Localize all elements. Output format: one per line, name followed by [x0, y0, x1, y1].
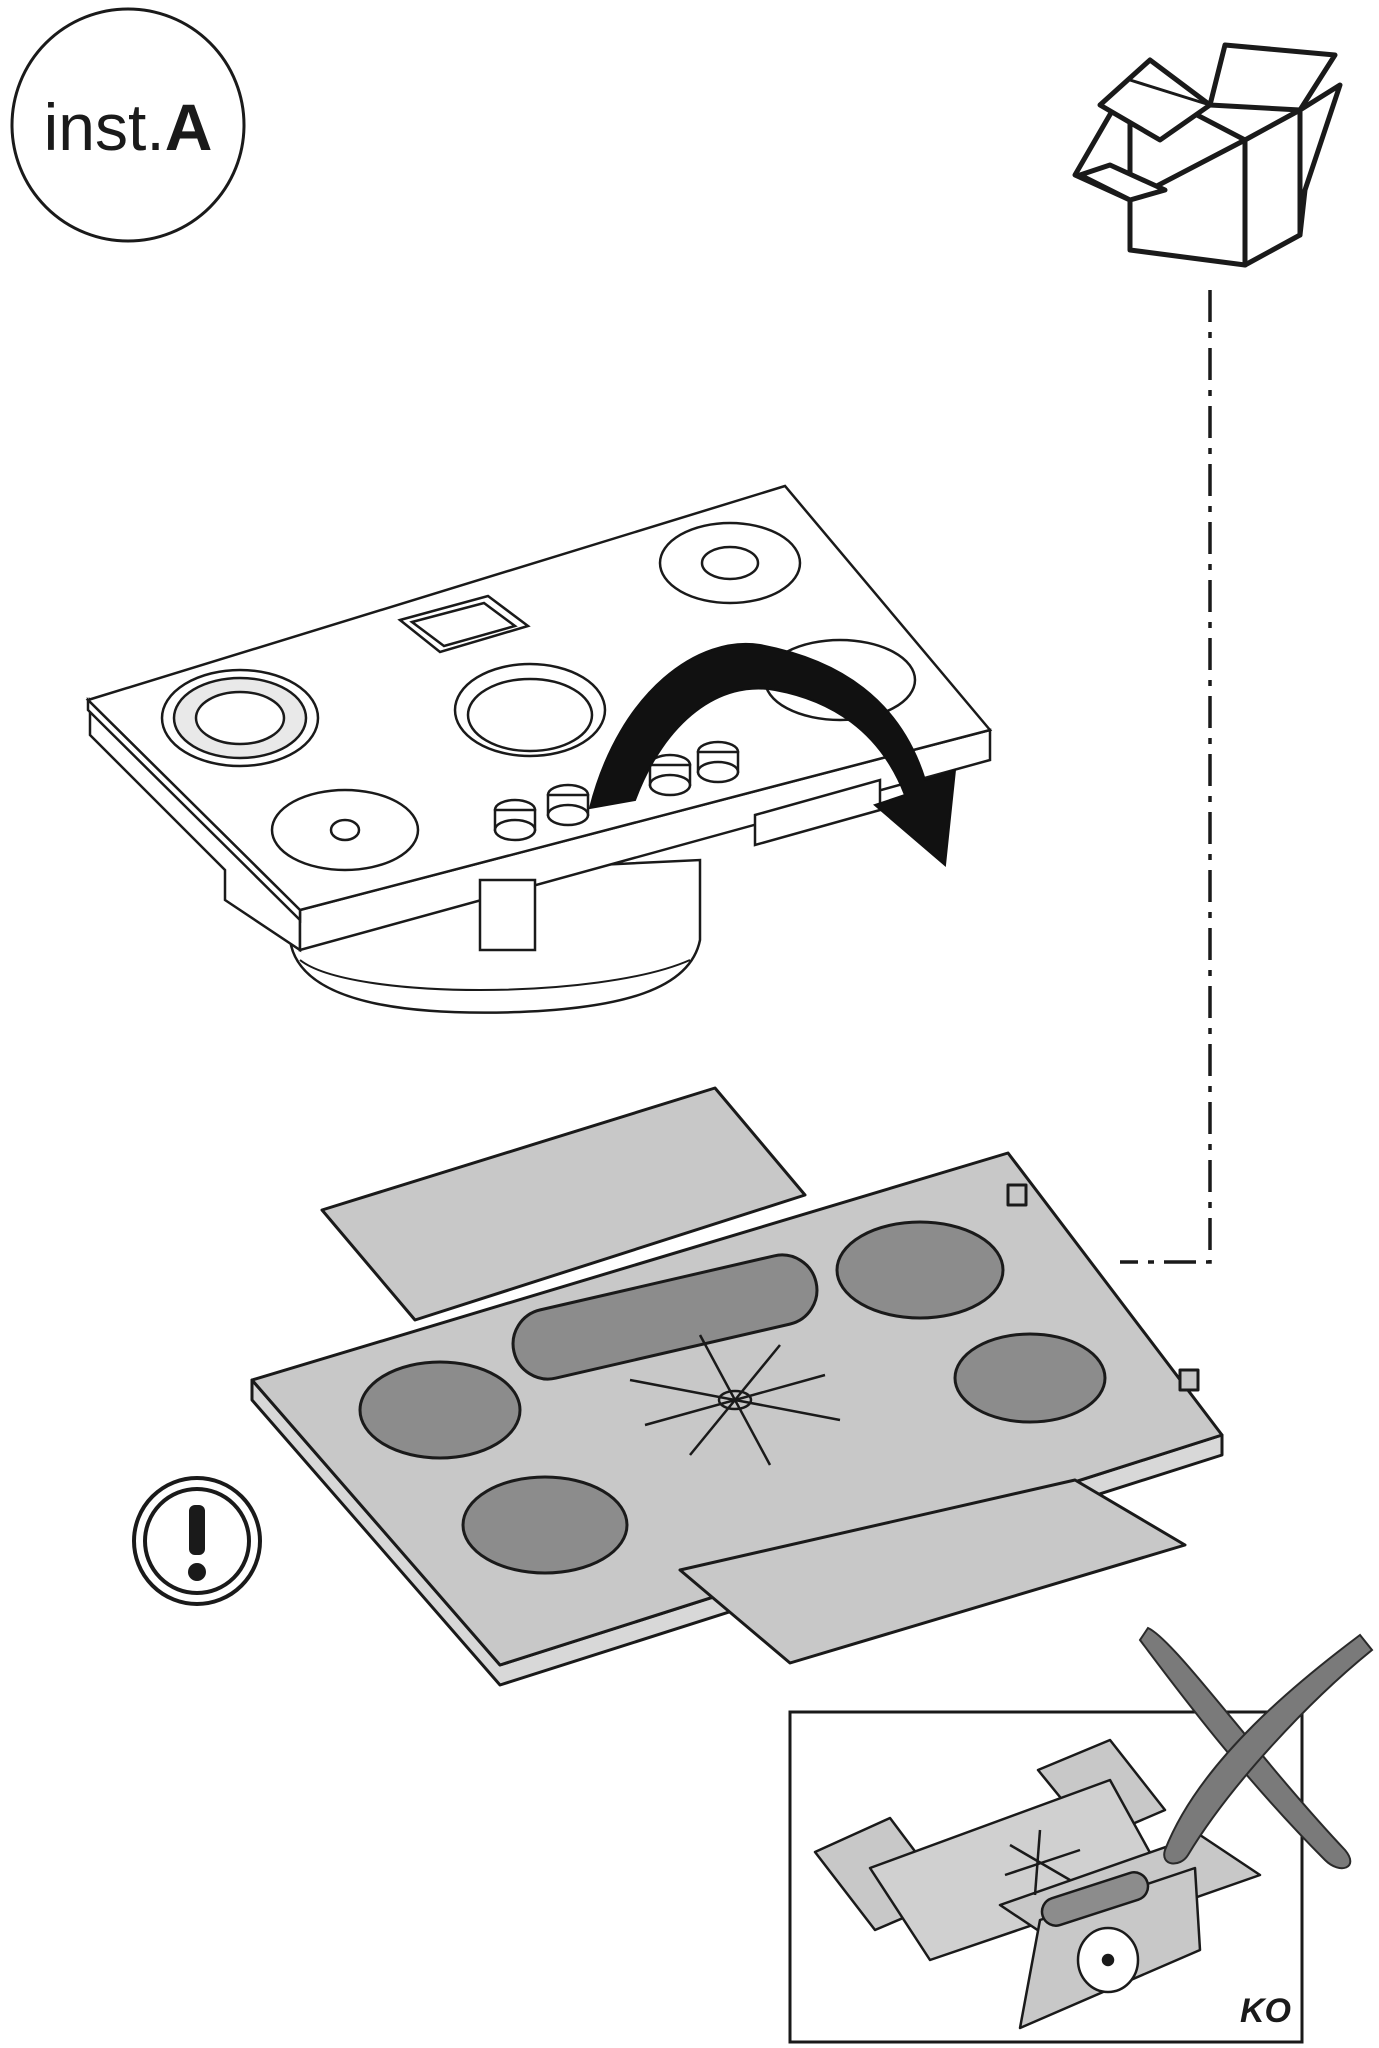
- cardboard-template: [250, 1086, 1224, 1687]
- ko-panel: KO: [788, 1710, 1304, 2044]
- ko-label: KO: [1240, 1992, 1291, 2030]
- open-box-icon: [1072, 42, 1343, 268]
- star-cut: [629, 1334, 841, 1466]
- dashed-leader: [1120, 290, 1212, 1264]
- cooktop-unit: [85, 484, 993, 1014]
- badge-letter: A: [165, 90, 213, 164]
- instruction-badge: inst.A: [10, 7, 246, 243]
- control-knobs: [493, 740, 740, 842]
- cross-mark-icon: [1138, 1626, 1374, 1870]
- warning-exclamation-icon: [132, 1476, 262, 1606]
- rotate-arrow-icon: [588, 642, 957, 867]
- svg-text:inst.A: inst.A: [44, 90, 213, 164]
- badge-prefix: inst.: [44, 90, 165, 164]
